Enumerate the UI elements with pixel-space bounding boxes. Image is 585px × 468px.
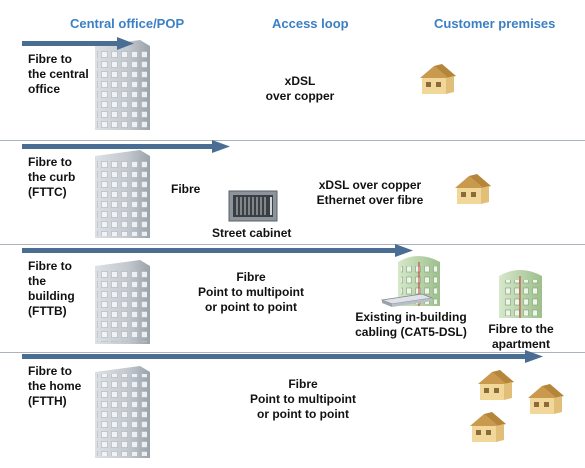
house-icon <box>470 412 506 442</box>
header-customer-premises: Customer premises <box>434 16 556 31</box>
in-building-cabling-label: Existing in-building cabling (CAT5-DSL) <box>355 310 467 339</box>
row-divider <box>0 352 585 353</box>
office-building-icon <box>95 260 150 344</box>
row-label-ftth: Fibre to the home (FTTH) <box>28 364 82 408</box>
office-building-icon <box>95 366 150 458</box>
fibre-arrow <box>22 244 413 257</box>
fibre-to-apartment-label: Fibre to the apartment <box>488 322 554 351</box>
header-access-loop: Access loop <box>272 16 349 31</box>
house-icon <box>478 370 514 400</box>
house-icon <box>455 174 491 204</box>
row-label-fttc: Fibre to the curb (FTTC) <box>28 155 76 199</box>
access-text-fttb: Fibre Point to multipoint or point to po… <box>198 270 304 314</box>
network-switch-icon <box>380 293 434 307</box>
fibre-arrow <box>22 350 543 363</box>
house-icon <box>528 384 564 414</box>
row-label-fttco: Fibre to the central office <box>28 52 89 96</box>
apartment-building-icon <box>499 270 542 318</box>
fibre-arrow <box>22 37 134 50</box>
office-building-icon <box>95 40 150 130</box>
office-building-icon <box>95 150 150 238</box>
fibre-label-fttc: Fibre <box>171 182 201 196</box>
street-cabinet-icon <box>228 190 278 222</box>
house-icon <box>420 64 456 94</box>
access-text-fttco: xDSL over copper <box>265 74 335 103</box>
fibre-arrow <box>22 140 230 153</box>
row-divider <box>0 244 585 245</box>
header-central-office: Central office/POP <box>70 16 185 31</box>
access-text-ftth: Fibre Point to multipoint or point to po… <box>250 377 356 421</box>
access-text-fttc: xDSL over copper Ethernet over fibre <box>316 178 424 207</box>
street-cabinet-label: Street cabinet <box>212 226 292 240</box>
row-divider <box>0 140 585 141</box>
row-label-fttb: Fibre to the building (FTTB) <box>28 259 75 318</box>
